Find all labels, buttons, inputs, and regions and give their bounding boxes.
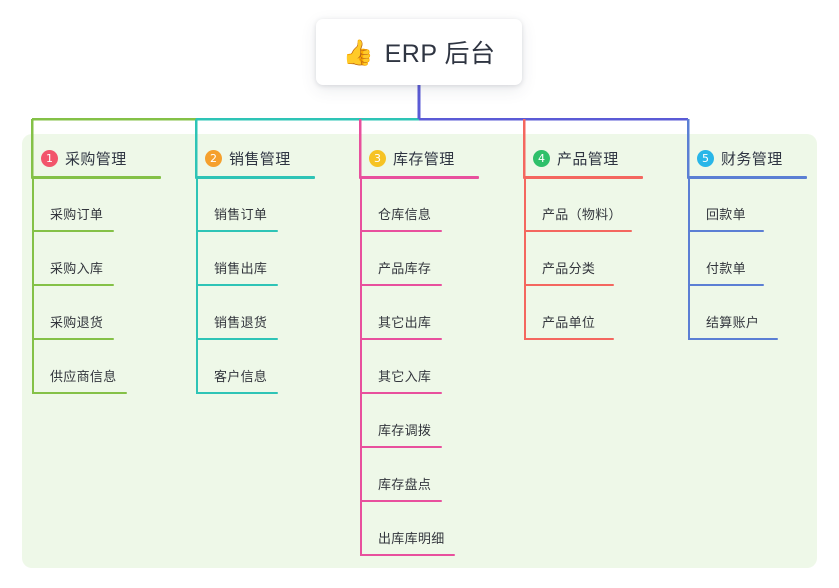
branch-title: 产品管理 — [557, 150, 619, 168]
branch-number-badge: 4 — [533, 149, 550, 167]
branch-leaf-item[interactable]: 采购退货 — [32, 286, 118, 340]
branch-leaf-item[interactable]: 出库库明细 — [360, 502, 459, 556]
branch-leaf-label: 销售出库 — [214, 261, 268, 276]
branch-number-badge: 3 — [369, 149, 386, 167]
branch-header-3[interactable]: 3 库存管理 — [350, 145, 455, 171]
branch-leaf-label: 销售订单 — [214, 207, 268, 222]
branch-leaf-rule — [32, 392, 127, 394]
branch-header-rule — [195, 176, 315, 179]
branch-header-1[interactable]: 1 采购管理 — [22, 145, 127, 171]
branch-leaf-rule — [32, 338, 114, 340]
branch-header-2[interactable]: 2 销售管理 — [186, 145, 291, 171]
branch-header-rule — [359, 176, 479, 179]
branch-columns: 1 采购管理采购订单采购入库采购退货供应商信息 2 销售管理销售订单销售出库销售退货客… — [22, 134, 817, 568]
branch-leaf-rule — [360, 338, 442, 340]
branch-leaf-item[interactable]: 付款单 — [688, 232, 768, 286]
branch-leaf-rule — [688, 284, 764, 286]
root-node-title: ERP 后台 — [384, 40, 496, 68]
branch-leaf-item[interactable]: 采购入库 — [32, 232, 118, 286]
branch-leaf-rule — [196, 230, 278, 232]
branch-title: 销售管理 — [229, 150, 291, 168]
branch-leaf-label: 产品（物料） — [542, 207, 622, 222]
branch-leaf-item[interactable]: 库存调拨 — [360, 394, 446, 448]
branch-leaf-rule — [524, 338, 614, 340]
branch-leaf-item[interactable]: 产品分类 — [524, 232, 618, 286]
branch-leaf-label: 产品库存 — [378, 261, 432, 276]
branch-leaf-rule — [196, 338, 278, 340]
branch-leaf-item[interactable]: 产品库存 — [360, 232, 446, 286]
branch-spine — [688, 178, 690, 340]
branch-leaf-rule — [360, 554, 455, 556]
branch-header-4[interactable]: 4 产品管理 — [514, 145, 619, 171]
branch-leaf-label: 采购入库 — [50, 261, 104, 276]
root-node-card[interactable]: 👍 ERP 后台 — [316, 19, 522, 85]
branch-spine — [524, 178, 526, 340]
branch-leaf-item[interactable]: 产品（物料） — [524, 178, 636, 232]
branch-leaf-label: 客户信息 — [214, 369, 268, 384]
branch-leaf-rule — [360, 230, 442, 232]
branch-leaf-label: 采购订单 — [50, 207, 104, 222]
branch-leaf-item[interactable]: 销售订单 — [196, 178, 282, 232]
branch-leaf-item[interactable]: 其它出库 — [360, 286, 446, 340]
branch-leaf-label: 供应商信息 — [50, 369, 117, 384]
branch-number-badge: 5 — [697, 149, 714, 167]
branch-header-rule — [31, 176, 161, 179]
branch-leaf-item[interactable]: 销售出库 — [196, 232, 282, 286]
branch-leaf-rule — [524, 230, 632, 232]
branch-leaf-rule — [360, 392, 442, 394]
branch-leaf-label: 其它出库 — [378, 315, 432, 330]
branch-leaf-label: 采购退货 — [50, 315, 104, 330]
branch-leaf-label: 回款单 — [706, 207, 746, 222]
branch-leaf-item[interactable]: 销售退货 — [196, 286, 282, 340]
branch-leaf-rule — [196, 392, 278, 394]
branch-spine — [360, 178, 362, 556]
branch-header-rule — [523, 176, 643, 179]
branch-leaf-label: 产品单位 — [542, 315, 596, 330]
branch-number-badge: 2 — [205, 149, 222, 167]
branch-leaf-label: 其它入库 — [378, 369, 432, 384]
branch-leaf-item[interactable]: 结算账户 — [688, 286, 782, 340]
diagram-panel-background — [22, 134, 817, 568]
thumbs-up-icon: 👍 — [342, 38, 374, 67]
branch-leaf-item[interactable]: 库存盘点 — [360, 448, 446, 502]
branch-title: 库存管理 — [393, 150, 455, 168]
branch-leaf-item[interactable]: 供应商信息 — [32, 340, 131, 394]
branch-leaf-item[interactable]: 回款单 — [688, 178, 768, 232]
branch-leaf-rule — [360, 500, 442, 502]
branch-leaf-rule — [196, 284, 278, 286]
branch-header-5[interactable]: 5 财务管理 — [678, 145, 783, 171]
branch-leaf-label: 仓库信息 — [378, 207, 432, 222]
branch-leaf-rule — [32, 284, 114, 286]
branch-leaf-label: 销售退货 — [214, 315, 268, 330]
branch-title: 采购管理 — [65, 150, 127, 168]
branch-leaf-rule — [688, 230, 764, 232]
branch-leaf-rule — [32, 230, 114, 232]
branch-number-badge: 1 — [41, 149, 58, 167]
branch-leaf-label: 库存调拨 — [378, 423, 432, 438]
branch-leaf-rule — [360, 284, 442, 286]
branch-leaf-item[interactable]: 仓库信息 — [360, 178, 446, 232]
branch-leaf-item[interactable]: 客户信息 — [196, 340, 282, 394]
branch-header-rule — [687, 176, 807, 179]
branch-leaf-item[interactable]: 产品单位 — [524, 286, 618, 340]
branch-leaf-label: 结算账户 — [706, 315, 760, 330]
branch-spine — [196, 178, 198, 394]
branch-title: 财务管理 — [721, 150, 783, 168]
branch-leaf-label: 付款单 — [706, 261, 746, 276]
branch-leaf-rule — [360, 446, 442, 448]
branch-leaf-item[interactable]: 采购订单 — [32, 178, 118, 232]
branch-leaf-label: 库存盘点 — [378, 477, 432, 492]
branch-leaf-label: 产品分类 — [542, 261, 596, 276]
branch-spine — [32, 178, 34, 394]
branch-leaf-rule — [688, 338, 778, 340]
branch-leaf-rule — [524, 284, 614, 286]
branch-leaf-label: 出库库明细 — [378, 531, 445, 546]
branch-leaf-item[interactable]: 其它入库 — [360, 340, 446, 394]
